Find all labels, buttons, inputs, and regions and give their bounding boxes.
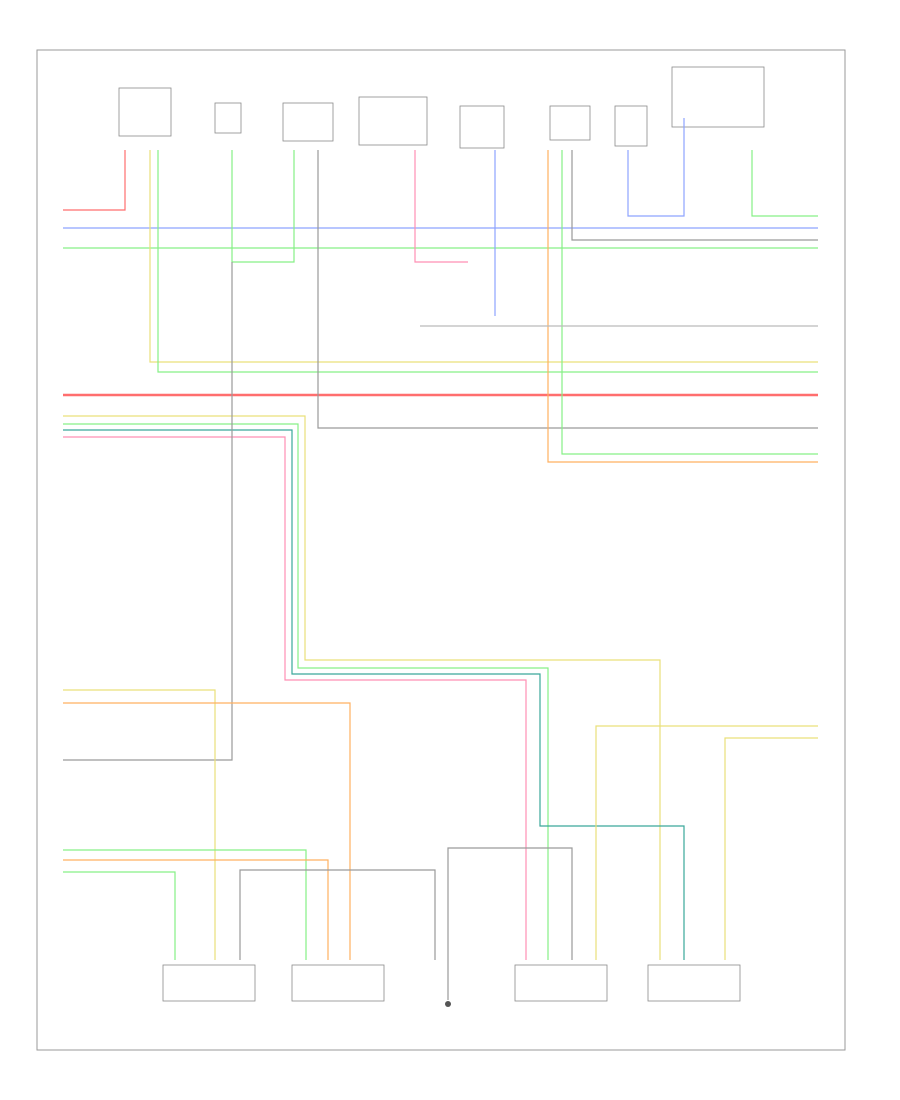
wire-green-bottom-2 bbox=[63, 871, 176, 960]
wire-grey-right bbox=[571, 150, 818, 241]
wire-pink-short bbox=[414, 150, 468, 263]
wire-yellow-right-2 bbox=[724, 737, 818, 960]
wire-green-left bbox=[231, 150, 295, 263]
wire-green-bundle bbox=[63, 423, 549, 960]
component-box-6 bbox=[549, 105, 591, 141]
wire-yellow-left bbox=[63, 689, 216, 960]
wire-orange-left bbox=[63, 702, 351, 960]
wire-green-right bbox=[751, 150, 818, 217]
component-box-2 bbox=[214, 102, 242, 134]
wire-orange-bottom bbox=[63, 859, 329, 960]
wire-grey-bottom bbox=[239, 869, 436, 960]
component-box-3 bbox=[282, 102, 334, 142]
bottom-component-box-4 bbox=[647, 964, 741, 1002]
wire-teal-bundle bbox=[63, 429, 685, 960]
component-box-5 bbox=[459, 105, 505, 149]
bottom-component-box-1 bbox=[162, 964, 256, 1002]
wire-yellow-bundle bbox=[63, 415, 661, 960]
component-box-8 bbox=[671, 66, 765, 128]
wire-orange-run bbox=[547, 150, 818, 463]
bottom-component-box-3 bbox=[514, 964, 608, 1002]
component-box-1 bbox=[118, 87, 172, 137]
wire-yellow-right bbox=[595, 725, 818, 960]
wires-horizontal bbox=[63, 118, 818, 463]
component-box-4 bbox=[358, 96, 428, 146]
diagram-frame bbox=[36, 49, 846, 1051]
wire-blue-right bbox=[627, 118, 685, 217]
wire-pink-bundle bbox=[63, 436, 527, 960]
wire-yellow-run bbox=[149, 150, 818, 363]
wire-green-bottom bbox=[63, 849, 307, 960]
ground-point bbox=[445, 1001, 451, 1007]
wires-bundle bbox=[63, 262, 818, 1000]
bottom-components bbox=[162, 964, 741, 1007]
bottom-component-box-2 bbox=[291, 964, 385, 1002]
wire-green-short bbox=[561, 150, 818, 455]
wire-grey-down bbox=[63, 262, 233, 761]
wire-grey-bottom-2 bbox=[447, 847, 573, 1000]
component-box-7 bbox=[614, 105, 648, 147]
top-components bbox=[118, 66, 765, 149]
wire-grey-run bbox=[317, 150, 818, 429]
wire-red-top bbox=[63, 150, 126, 211]
wire-green-run bbox=[157, 150, 818, 373]
